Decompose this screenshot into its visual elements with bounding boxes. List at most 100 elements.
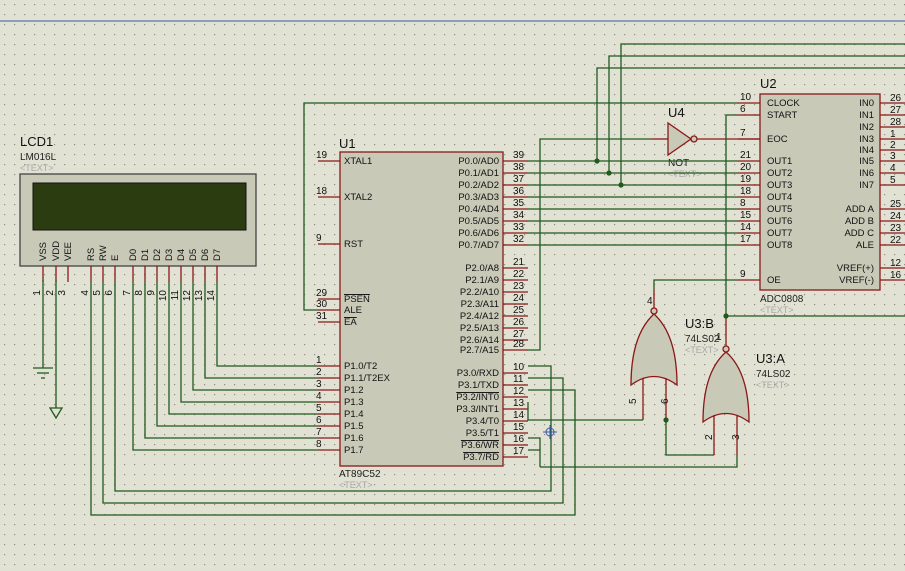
- u1-right-pin-number: 21: [513, 257, 525, 268]
- u1-left-pin-name: EA: [344, 317, 357, 328]
- u2-ref-label: U2: [760, 76, 777, 91]
- u2-adc[interactable]: U2 10CLOCK6START7EOC21OUT120OUT219OUT318…: [738, 76, 905, 315]
- lcd-pin-number: 11: [170, 290, 181, 301]
- u1-right-pin-number: 36: [513, 186, 525, 197]
- u1-left-pin-name: P1.2: [344, 385, 364, 396]
- u1-left-pin-number: 2: [316, 367, 322, 378]
- u1-right-pin-name: P2.5/A13: [460, 323, 499, 334]
- u3b-type-label: 74LS02: [685, 334, 720, 345]
- lcd-pin-label: VDD: [51, 241, 62, 261]
- lcd-text-placeholder: <TEXT>: [20, 163, 54, 173]
- u2-left-pin-number: 15: [740, 210, 752, 221]
- lcd-pin-label: D2: [152, 249, 163, 261]
- u1-type-label: AT89C52: [339, 469, 381, 480]
- u2-right-pin-name: VREF(+): [837, 263, 874, 274]
- lcd-pin-label: VEE: [63, 242, 74, 261]
- u1-left-pin-name: P1.4: [344, 409, 364, 420]
- u1-right-pin-name: P3.4/T0: [466, 416, 499, 427]
- u3b-nor-gate[interactable]: U3:B 74LS02 <TEXT> 4 5 6: [628, 290, 720, 420]
- lcd-ref-label: LCD1: [20, 134, 53, 149]
- u2-left-pin-number: 8: [740, 198, 746, 209]
- u2-right-pin-number: 4: [890, 163, 896, 174]
- lcd-pin-label: D7: [212, 249, 223, 261]
- lcd-pin-number: 3: [57, 290, 68, 296]
- u1-left-pin-number: 6: [316, 415, 322, 426]
- u1-right-pin-number: 35: [513, 198, 525, 209]
- lcd-screen: [32, 182, 247, 231]
- u2-pin-group: 10CLOCK6START7EOC21OUT120OUT219OUT318OUT…: [738, 92, 905, 286]
- u1-left-pin-number: 31: [316, 311, 328, 322]
- u1-right-pin-name: P2.2/A10: [460, 287, 499, 298]
- u2-right-pin-name: VREF(-): [839, 275, 874, 286]
- u1-right-pin-number: 28: [513, 339, 525, 350]
- u3b-bubble: [650, 307, 658, 315]
- lcd-pin-label: RS: [86, 248, 97, 261]
- u1-right-pin-number: 22: [513, 269, 525, 280]
- u2-right-pin-number: 16: [890, 270, 902, 281]
- lcd-pin-label: D1: [140, 249, 151, 261]
- u1-right-pin-name: P3.3/INT1: [456, 404, 499, 415]
- u1-right-pin-name: P0.0/AD0: [458, 156, 499, 167]
- u3a-pin-3: 3: [731, 434, 742, 440]
- u2-right-pin-number: 24: [890, 211, 902, 222]
- u2-left-pin-number: 7: [740, 128, 746, 139]
- u1-microcontroller[interactable]: U1 19XTAL118XTAL29RST29PSEN30ALE31EA1P1.…: [316, 136, 528, 490]
- u1-right-pin-number: 39: [513, 150, 525, 161]
- u2-left-pin-number: 20: [740, 162, 752, 173]
- u4-ref-label: U4: [668, 105, 685, 120]
- u3a-pin-1: 1: [716, 332, 722, 343]
- u1-left-pin-name: PSEN: [344, 294, 370, 305]
- u1-left-pin-number: 30: [316, 299, 328, 310]
- u1-left-pin-number: 9: [316, 233, 322, 244]
- lcd-pin-number: 10: [158, 290, 169, 302]
- u1-pin-group: 19XTAL118XTAL29RST29PSEN30ALE31EA1P1.0/T…: [316, 150, 528, 463]
- u2-right-pin-name: IN2: [859, 122, 874, 133]
- u1-right-pin-number: 16: [513, 434, 525, 445]
- u1-left-pin-name: P1.3: [344, 397, 364, 408]
- u2-right-pin-number: 5: [890, 175, 896, 186]
- u1-right-pin-number: 26: [513, 317, 525, 328]
- u2-right-pin-name: IN0: [859, 98, 874, 109]
- u2-left-pin-name: OUT1: [767, 156, 792, 167]
- u1-right-pin-name: P2.0/A8: [465, 263, 499, 274]
- lcd-pin-label: RW: [98, 245, 109, 261]
- u2-left-pin-name: START: [767, 110, 797, 121]
- u3b-pin-5: 5: [628, 398, 639, 404]
- lcd-pin-number: 7: [122, 290, 133, 296]
- u3b-pin-6: 6: [660, 398, 671, 404]
- u1-left-pin-name: P1.5: [344, 421, 364, 432]
- u2-right-pin-name: IN4: [859, 145, 874, 156]
- u2-left-pin-name: CLOCK: [767, 98, 800, 109]
- u1-left-pin-name: P1.0/T2: [344, 361, 377, 372]
- u1-right-pin-number: 17: [513, 446, 525, 457]
- u2-right-pin-name: IN3: [859, 134, 874, 145]
- lcd-pin-number: 14: [206, 290, 217, 302]
- u2-right-pin-name: IN7: [859, 180, 874, 191]
- u1-right-pin-number: 33: [513, 222, 525, 233]
- u2-right-pin-name: ADD C: [844, 228, 874, 239]
- lcd-component[interactable]: LCD1 LM016L <TEXT> VSS1VDD2VEE3RS4RW5E6D…: [19, 134, 257, 302]
- u1-right-pin-number: 38: [513, 162, 525, 173]
- u2-right-pin-number: 12: [890, 258, 902, 269]
- u3a-text-placeholder: <TEXT>: [756, 380, 790, 390]
- u2-right-pin-number: 3: [890, 151, 896, 162]
- u1-left-pin-number: 19: [316, 150, 328, 161]
- u1-right-pin-name: P0.4/AD4: [458, 204, 499, 215]
- u1-right-pin-number: 32: [513, 234, 525, 245]
- u1-left-pin-number: 1: [316, 355, 322, 366]
- u3b-pin-4: 4: [647, 296, 653, 307]
- lcd-type-label: LM016L: [20, 152, 57, 163]
- u2-left-pin-name: OUT2: [767, 168, 792, 179]
- u4-not-gate[interactable]: U4 NOT <TEXT>: [652, 105, 760, 179]
- lcd-pin-number: 1: [32, 290, 43, 296]
- u2-left-pin-number: 14: [740, 222, 752, 233]
- u1-left-pin-name: ALE: [344, 305, 362, 316]
- u2-left-pin-name: OUT3: [767, 180, 792, 191]
- u2-left-pin-name: OUT5: [767, 204, 792, 215]
- u1-left-pin-name: P1.6: [344, 433, 364, 444]
- u1-left-pin-name: P1.7: [344, 445, 364, 456]
- u2-right-pin-number: 25: [890, 199, 902, 210]
- u2-left-pin-name: OUT8: [767, 240, 792, 251]
- u3a-nor-gate[interactable]: U3:A 74LS02 <TEXT> 1 2 3: [702, 316, 791, 455]
